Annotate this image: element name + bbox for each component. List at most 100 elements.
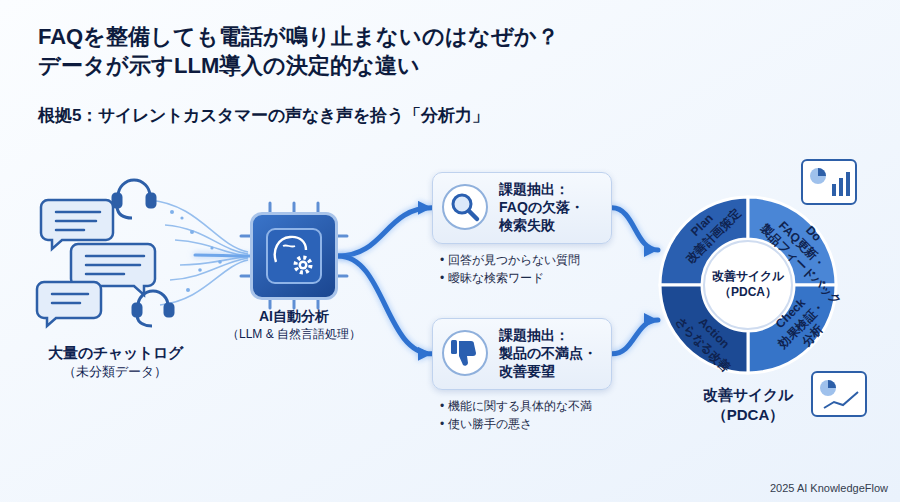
lens — [453, 195, 471, 213]
headset-band — [118, 180, 150, 196]
flow-line — [175, 240, 248, 256]
bar — [846, 172, 850, 196]
flow-line — [160, 260, 248, 305]
footer-credit: 2025 AI KnowledgeFlow — [770, 482, 888, 494]
dot — [190, 230, 194, 234]
hand — [459, 341, 476, 366]
node-text: （未分類データ） — [48, 363, 183, 381]
text-line — [56, 220, 96, 223]
node-text: （LLM & 自然言語処理） — [227, 326, 361, 342]
search-icon — [443, 185, 487, 229]
chart-card — [802, 160, 856, 204]
text-group: 課題抽出： 製品の不満点・ 改善要望 — [499, 327, 603, 381]
dot — [210, 246, 213, 249]
node-heading: 課題抽出： FAQの欠落・ 検索失敗 — [499, 181, 603, 235]
brain-outline — [275, 237, 306, 262]
card-frame — [812, 372, 866, 416]
text-group: AI自動分析（LLM & 自然言語処理） — [227, 307, 361, 342]
bullet-note: • 機能に関する具体的な不満 — [440, 398, 592, 415]
pin — [269, 300, 272, 308]
ai-chip: AI自動分析（LLM & 自然言語処理） — [250, 212, 338, 300]
headset-icon — [133, 291, 173, 326]
data-flow-lines — [150, 200, 248, 305]
flow-line — [180, 257, 248, 265]
card-frame — [802, 160, 856, 204]
subtitle: 根拠5：サイレントカスタマーの声なき声を拾う「分析力」 — [38, 104, 489, 127]
headset-icon — [113, 180, 155, 218]
text-group: 大量のチャットログ（未分類データ） — [48, 343, 183, 381]
bar — [839, 178, 843, 196]
text-line — [52, 302, 80, 305]
node-heading: 課題抽出： 製品の不満点・ 改善要望 — [499, 327, 603, 381]
pin — [269, 203, 272, 212]
text-line — [86, 273, 124, 276]
pin — [338, 235, 347, 238]
text-line — [86, 255, 144, 258]
headset-ear — [165, 304, 173, 316]
text-group: Plan改善計画策定 — [668, 191, 748, 271]
chat-bubbles — [37, 200, 155, 326]
data-dots — [170, 210, 222, 292]
flow-line — [150, 200, 248, 252]
node-heading: 改善サイクル （PDCA） — [707, 269, 789, 300]
bullet-note: • 曖昧な検索ワード — [440, 270, 544, 287]
headset-mic — [117, 207, 132, 218]
cycle-segment: Actionさらなる改善 — [668, 299, 734, 365]
pin — [293, 300, 296, 308]
brain-fold — [283, 245, 295, 246]
pin — [241, 275, 250, 278]
trend-line — [824, 392, 858, 408]
ai-brain-icon — [267, 229, 321, 283]
headset-mic — [137, 316, 152, 326]
pin — [293, 203, 296, 212]
issue-box: 課題抽出： 製品の不満点・ 改善要望 — [432, 318, 612, 390]
text-group: Actionさらなる改善 — [668, 299, 748, 379]
node-heading: AI自動分析 — [227, 307, 361, 326]
chart-card — [812, 372, 866, 416]
bullet-note: • 回答が見つからない質問 — [440, 252, 580, 269]
pin — [317, 300, 320, 308]
bullet-note: • 使い勝手の悪さ — [440, 416, 532, 433]
text-line — [56, 229, 84, 232]
dot — [186, 288, 190, 292]
pdca-cycle: 改善サイクル （PDCA）改善サイクル （PDCA）Plan改善計画策定DoFA… — [658, 195, 838, 375]
gear-teeth — [296, 258, 311, 273]
chip-core — [267, 229, 321, 283]
pie-slice — [828, 380, 836, 388]
flow-arrow — [195, 255, 250, 256]
pie-slice — [818, 168, 826, 176]
flow-arrow — [612, 208, 658, 250]
node-text: 改善サイクル （PDCA） — [693, 385, 803, 424]
diagram-title: FAQを整備しても電話が鳴り止まないのはなぜか？ データが示すLLM導入の決定的… — [38, 22, 868, 80]
dot — [198, 268, 202, 272]
text-group: 改善サイクル （PDCA） — [707, 269, 789, 300]
dot — [218, 260, 222, 264]
cycle-segment: DoFAQ更新・製品フィードバック — [757, 200, 834, 277]
cycle-segment: Check効果検証・分析 — [757, 294, 834, 371]
cycle-segment: Plan改善計画策定 — [668, 205, 734, 271]
bubble-lines — [52, 212, 144, 303]
pin — [338, 275, 347, 278]
pie — [810, 168, 826, 184]
text-line — [86, 264, 140, 267]
dot — [180, 216, 183, 219]
node-heading: 大量のチャットログ — [48, 343, 183, 363]
pin — [241, 235, 250, 238]
headset-ear — [133, 304, 141, 316]
icon-disc — [443, 331, 487, 375]
handle — [469, 211, 477, 219]
issue-box: 課題抽出： FAQの欠落・ 検索失敗 — [432, 172, 612, 244]
flow-arrow — [612, 320, 658, 354]
icon-disc — [443, 185, 487, 229]
text-line — [52, 293, 88, 296]
text-group: 改善サイクル （PDCA） — [693, 385, 803, 424]
chat-log-illustration: 大量のチャットログ（未分類データ） — [35, 160, 195, 335]
flow-line — [170, 258, 248, 280]
gear-hole — [301, 263, 305, 267]
text-group: 課題抽出： FAQの欠落・ 検索失敗 — [499, 181, 603, 235]
chip-pins — [241, 203, 347, 308]
bar — [832, 184, 836, 196]
gear-hub — [299, 261, 308, 270]
